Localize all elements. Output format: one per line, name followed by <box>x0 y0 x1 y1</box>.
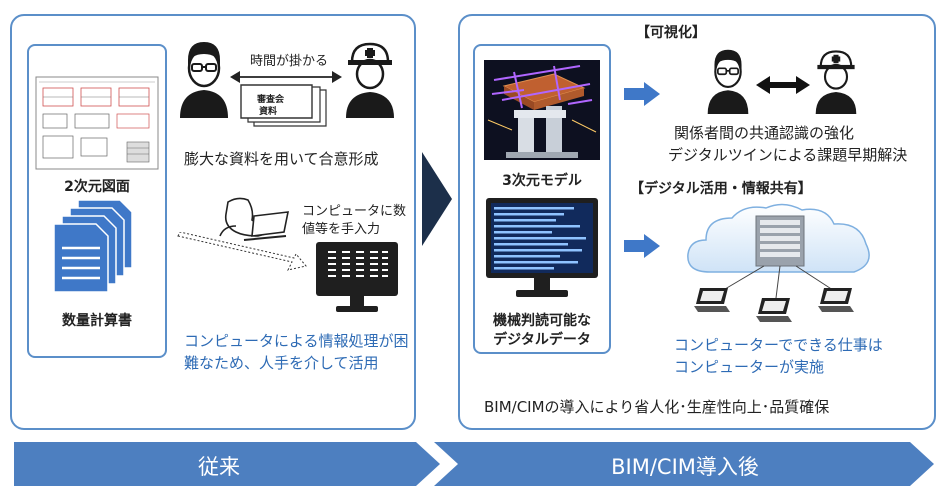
share-text-2: コンピューターが実施 <box>674 358 825 376</box>
visual-text-1: 関係者間の共通認識の強化 <box>674 124 855 142</box>
code-monitor-icon <box>486 198 598 297</box>
calc-label: 数量計算書 <box>62 313 132 329</box>
summary-text: BIM/CIMの導入により省人化･生産性向上･品質確保 <box>484 398 830 416</box>
laptop-icon-3 <box>818 288 854 312</box>
visual-arrow-icon <box>624 82 660 106</box>
document-stack-icon <box>54 199 133 293</box>
worker-helmet-icon <box>346 42 394 118</box>
after-label: BIM/CIM導入後 <box>611 455 759 479</box>
data-label-2: デジタルデータ <box>493 332 591 348</box>
person-glasses-icon <box>180 42 228 118</box>
left-note-2: 難なため、人手を介して活用 <box>184 354 379 372</box>
before-label: 従来 <box>198 455 240 479</box>
time-label: 時間が掛かる <box>250 54 329 69</box>
laptop-user-icon <box>219 197 290 241</box>
document-label-1: 審査会 <box>257 95 285 105</box>
3d-model-image <box>484 60 600 160</box>
bold-double-arrow-icon <box>756 76 810 94</box>
double-arrow-icon <box>230 71 342 83</box>
share-title: 【デジタル活用・情報共有】 <box>630 181 812 197</box>
bottom-banner <box>14 442 934 486</box>
monitor-icon <box>316 242 398 312</box>
transition-chevron-icon <box>422 152 452 246</box>
drawing-thumbnail <box>35 76 159 170</box>
laptop-icon-2 <box>756 298 792 322</box>
data-label-1: 機械判読可能な <box>493 313 591 329</box>
visual-title: 【可視化】 <box>636 25 706 41</box>
manual-input-1: コンピュータに数 <box>302 204 407 219</box>
stakeholder-worker-icon <box>815 50 857 114</box>
share-arrow-icon <box>624 234 660 258</box>
network-lines <box>719 265 837 299</box>
input-flow-arrow <box>177 232 307 271</box>
share-text-1: コンピューターでできる仕事は <box>674 336 883 354</box>
laptop-icon-1 <box>694 288 730 312</box>
model-label: 3次元モデル <box>502 173 582 189</box>
review-document-icon <box>240 84 327 127</box>
left-note-1: コンピュータによる情報処理が困 <box>184 332 409 350</box>
drawing-label: 2次元図面 <box>64 179 130 195</box>
manual-input-2: 値等を手入力 <box>302 222 381 237</box>
document-label-2: 資料 <box>259 107 278 117</box>
consensus-text: 膨大な資料を用いて合意形成 <box>184 150 379 168</box>
cloud-server-icon <box>687 203 870 273</box>
visual-text-2: デジタルツインによる課題早期解決 <box>668 146 908 164</box>
stakeholder-glasses-icon <box>707 49 749 114</box>
